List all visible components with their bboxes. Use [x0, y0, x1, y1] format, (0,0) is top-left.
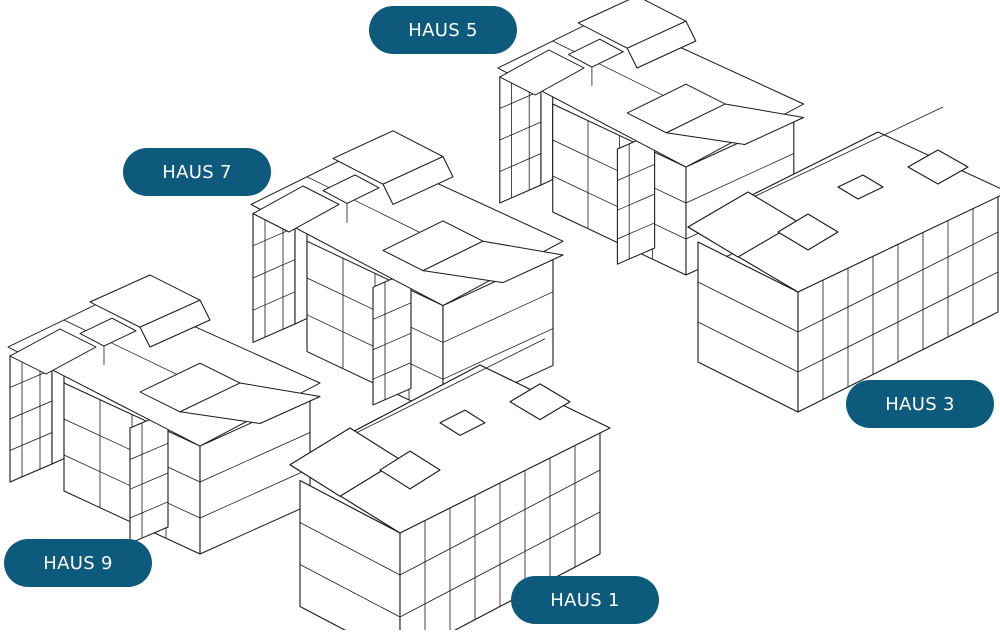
label-haus-9[interactable]: HAUS 9	[4, 539, 152, 587]
label-haus-5[interactable]: HAUS 5	[369, 6, 517, 54]
label-haus-1[interactable]: HAUS 1	[511, 576, 659, 624]
label-haus-3[interactable]: HAUS 3	[846, 380, 994, 428]
label-haus-7[interactable]: HAUS 7	[123, 148, 271, 196]
